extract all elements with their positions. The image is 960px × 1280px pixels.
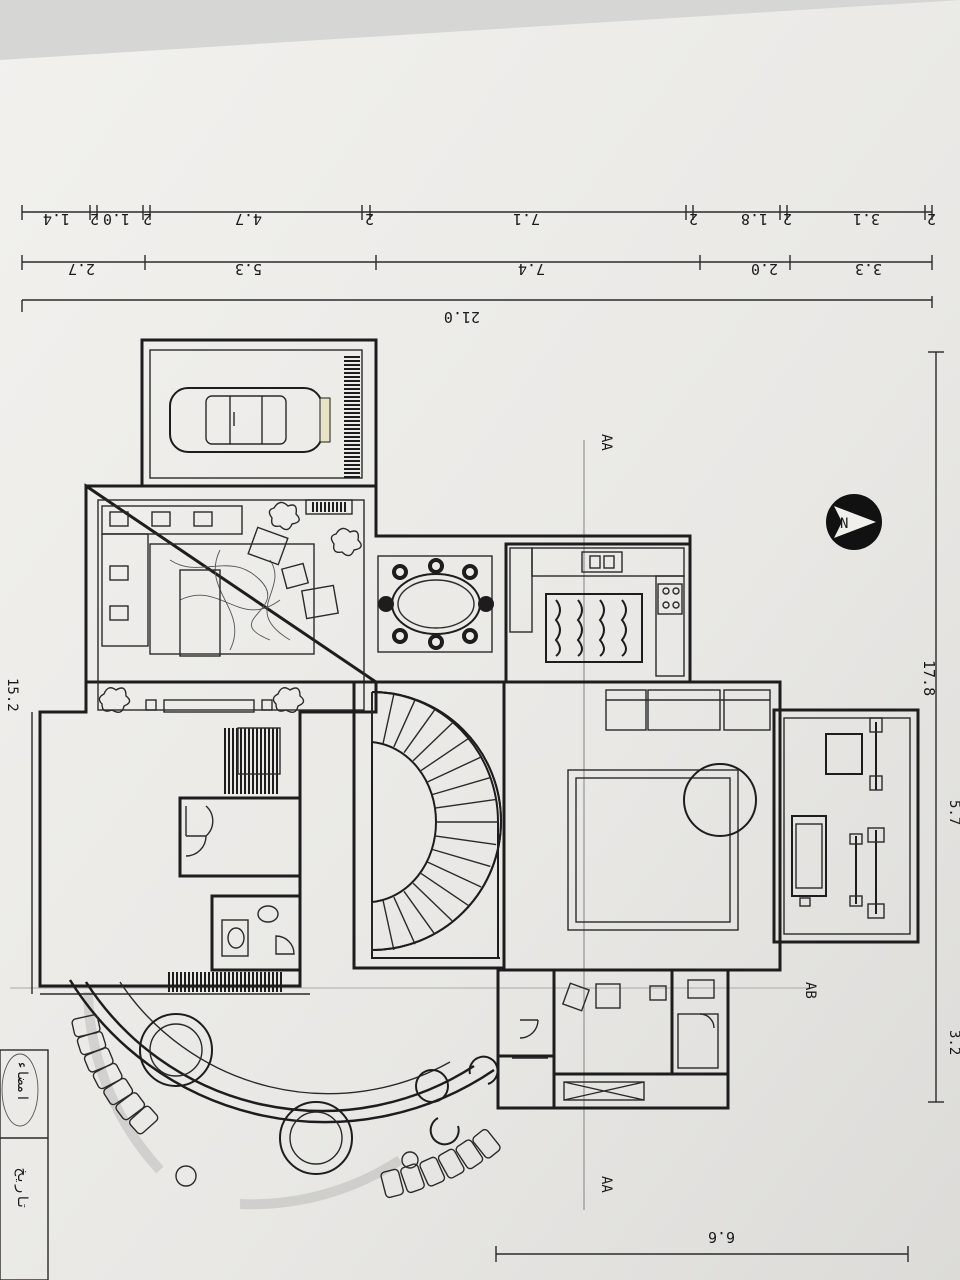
kitchen	[509, 547, 685, 677]
title-block: امضاء تاريخ	[0, 1049, 49, 1280]
dim-row2-1: 3.3	[855, 260, 882, 278]
entry-wc	[166, 727, 295, 992]
dim-row1-4: 1.8	[741, 210, 768, 228]
stair-tread	[434, 835, 497, 846]
stair-tread	[382, 693, 395, 744]
plant-icon-1	[268, 501, 300, 531]
bedroom	[575, 689, 771, 923]
stair-tread	[420, 872, 469, 907]
terrace-seat	[92, 1062, 123, 1090]
round-table-2	[279, 1101, 353, 1175]
stair-tread	[420, 737, 469, 772]
plant-icon-2	[330, 527, 362, 557]
garage	[169, 354, 360, 478]
dim-row1-6: 7.1	[513, 210, 540, 228]
section-marker-a-top: AA	[598, 434, 614, 451]
dim-row2-2: 2.0	[751, 260, 778, 278]
dimension-rows: 2 3.1 2 1.8 2 7.1 2 4.7 2 1.0 2 1.4 3.3 …	[21, 205, 936, 326]
terrace-seat	[419, 1156, 446, 1187]
bath-wing	[512, 979, 719, 1101]
car-icon	[169, 387, 331, 453]
stair-tread	[393, 699, 416, 748]
stair-tread	[412, 882, 454, 923]
dim-row1-7: 2	[365, 210, 374, 228]
section-marker-a-bottom: AA	[598, 1176, 614, 1193]
dim-row1-1: 2	[927, 210, 936, 228]
dim-total-width: 21.0	[444, 308, 480, 326]
dim-row2-5: 2.7	[68, 260, 95, 278]
north-arrow-letter: N	[840, 516, 848, 532]
curved-terrace	[68, 979, 501, 1210]
dim-right-height: 17.8	[920, 660, 938, 696]
treadmill-icon	[791, 815, 827, 897]
stamp-label-date: تاريخ	[14, 1168, 30, 1210]
section-marker-b: AB	[802, 982, 818, 999]
stair-tread	[403, 709, 436, 754]
living-room	[98, 499, 362, 713]
terrace-seat	[380, 1168, 404, 1199]
dumbbells-icon	[849, 827, 885, 919]
round-rug	[683, 763, 757, 837]
staircase	[371, 691, 502, 959]
dim-row1-9: 2	[143, 210, 152, 228]
terrace-seat	[455, 1139, 484, 1170]
dim-row1-10: 1.0	[103, 210, 130, 228]
bottom-dimension: 6.6	[495, 1228, 909, 1262]
gym	[791, 717, 885, 919]
terrace-seat	[400, 1163, 425, 1194]
dim-row1-8: 4.7	[235, 210, 262, 228]
stair-tread	[431, 848, 491, 868]
dim-row1-2: 3.1	[853, 210, 880, 228]
dim-bottom: 6.6	[708, 1228, 735, 1246]
stove-icon	[657, 583, 683, 615]
terrace-seat	[437, 1148, 465, 1179]
sink-icon	[581, 551, 623, 573]
dim-right-partial-2: 3.2	[946, 1030, 960, 1055]
plant-icon-4	[272, 687, 305, 713]
scale-note: 15.2	[4, 678, 20, 712]
plant-icon-3	[98, 687, 131, 713]
dim-row1-11: 2	[90, 210, 99, 228]
dining-area	[377, 555, 494, 653]
dim-row1-12: 1.4	[43, 210, 70, 228]
dim-row2-4: 5.3	[235, 260, 262, 278]
stair-tread	[434, 798, 497, 809]
stamp-label-signature: امضاء	[14, 1060, 30, 1102]
stair-tread	[427, 756, 482, 783]
dim-right-partial-1: 5.7	[946, 800, 960, 825]
stair-tread	[382, 900, 395, 951]
round-table-1	[139, 1013, 213, 1087]
stair-tread	[427, 861, 482, 888]
right-dimensions: 17.8 5.7 3.2	[920, 351, 960, 1103]
terrace-seat	[115, 1092, 146, 1121]
north-arrow: N	[826, 494, 882, 550]
terrace-seat	[128, 1105, 159, 1135]
dim-row2-3: 7.4	[518, 260, 545, 278]
terrace-seat	[103, 1077, 134, 1106]
garage-door-hatch	[344, 354, 360, 478]
stair-tread	[431, 776, 491, 796]
dim-row1-5: 2	[689, 210, 698, 228]
dim-row1-3: 2	[783, 210, 792, 228]
stair-tread	[403, 890, 436, 935]
terrace-seat	[472, 1128, 501, 1159]
bench-icon	[825, 733, 863, 775]
stair-tread	[412, 721, 454, 762]
stair-tread	[393, 896, 416, 945]
